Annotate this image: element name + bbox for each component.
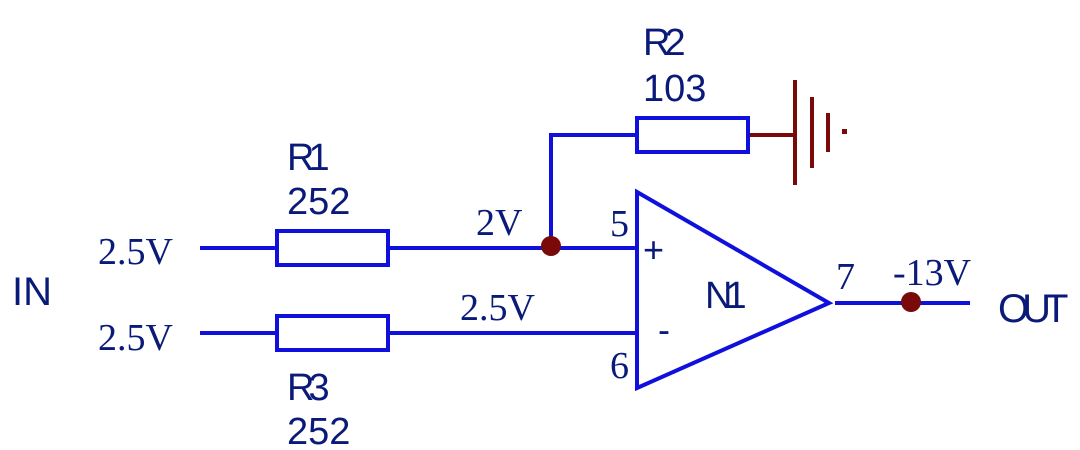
pin-5-label: 5 xyxy=(610,203,629,245)
resistor-r3 xyxy=(275,314,390,352)
output-label: OUT xyxy=(998,287,1068,331)
r2-value: 103 xyxy=(643,68,706,110)
node-voltage-output: -13V xyxy=(893,252,972,294)
opamp-plus-sign: + xyxy=(643,229,664,270)
wire-junction-to-r2 xyxy=(549,133,637,248)
junction-dot-noninverting xyxy=(541,236,561,256)
pin-7-label: 7 xyxy=(836,256,855,298)
resistor-r1 xyxy=(275,229,390,267)
ground-icon xyxy=(750,80,847,185)
node-voltage-inverting: 2.5V xyxy=(460,287,536,329)
opamp-n1 xyxy=(635,188,834,392)
r3-ref: R3 xyxy=(287,367,328,409)
r1-value: 252 xyxy=(287,181,350,223)
opamp-minus-sign: - xyxy=(658,309,670,350)
r1-ref: R1 xyxy=(287,137,328,179)
resistor-r2 xyxy=(635,116,750,154)
input-1-voltage: 2.5V xyxy=(98,231,174,273)
r3-value: 252 xyxy=(287,411,350,450)
node-voltage-noninverting: 2V xyxy=(476,202,523,244)
junction-dot-output xyxy=(901,292,921,312)
input-2-voltage: 2.5V xyxy=(98,317,174,359)
pin-6-label: 6 xyxy=(610,345,629,387)
opamp-ref: N1 xyxy=(705,275,745,317)
input-label: IN xyxy=(12,270,52,314)
r2-ref: R2 xyxy=(643,22,684,64)
